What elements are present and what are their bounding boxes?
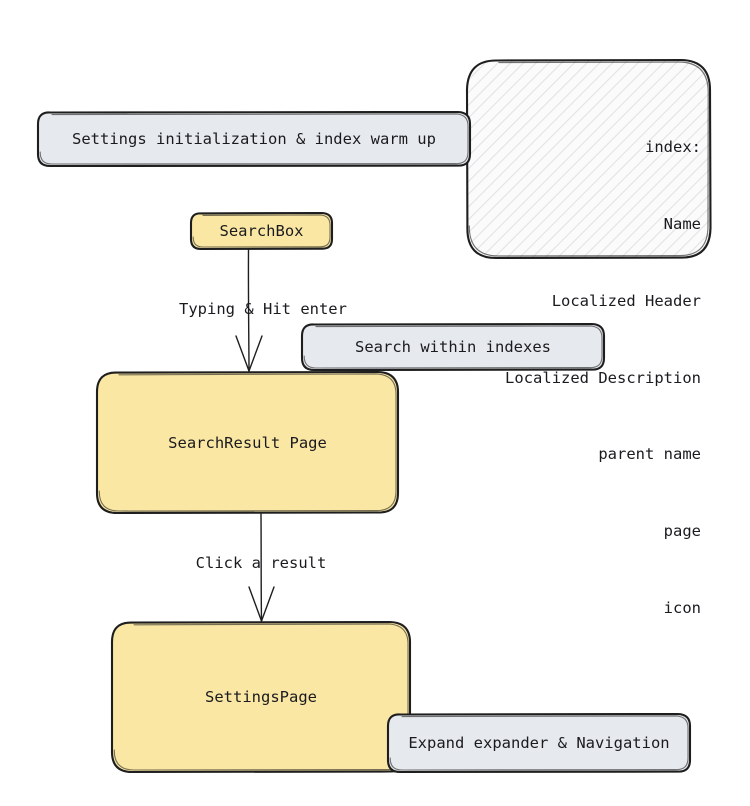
edge-click-a-result: [248, 513, 275, 622]
node-index[interactable]: [467, 60, 711, 258]
node-settings-init-shape[interactable]: [36, 110, 472, 168]
index-line-1: Name: [663, 214, 701, 233]
node-searchbox-shape[interactable]: [189, 211, 334, 251]
node-searchresult-page[interactable]: [97, 372, 398, 513]
index-node-text: index: Name Localized Header Localized D…: [477, 84, 701, 673]
node-search-within-indexes[interactable]: [302, 324, 604, 370]
node-settings-init[interactable]: [38, 112, 470, 166]
index-line-4: parent name: [598, 445, 701, 464]
index-line-5: page: [663, 522, 701, 541]
edge-typing-hit-enter: [235, 249, 263, 372]
node-settingspage-shape[interactable]: [110, 620, 412, 774]
index-line-2: Localized Header: [551, 291, 701, 310]
index-line-6: icon: [663, 598, 701, 617]
index-line-3: Localized Description: [505, 368, 701, 387]
node-settings-page[interactable]: [112, 622, 410, 772]
node-index-shape[interactable]: [465, 58, 712, 260]
node-search-indexes-shape[interactable]: [300, 322, 606, 372]
node-searchresult-shape[interactable]: [95, 370, 400, 515]
node-searchbox[interactable]: [191, 213, 332, 249]
node-expand-nav-shape[interactable]: [386, 712, 692, 774]
node-expand-expander-navigation[interactable]: [388, 714, 690, 772]
index-line-0: index:: [645, 138, 701, 157]
